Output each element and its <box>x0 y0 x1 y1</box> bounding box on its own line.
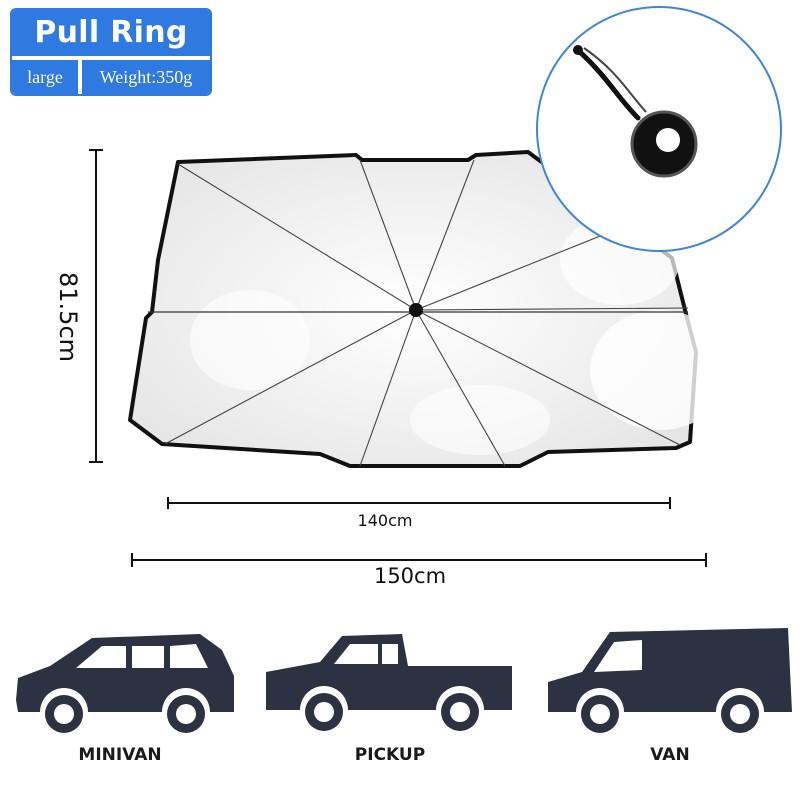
badge-weight: Weight:350g <box>82 60 210 94</box>
minivan-icon <box>16 634 234 733</box>
pull-ring-detail <box>536 6 782 252</box>
badge-title: Pull Ring <box>12 10 210 56</box>
outer-width-label: 150cm <box>373 564 447 588</box>
sunshade-diagram <box>89 149 707 567</box>
badge-size: large <box>12 60 78 94</box>
sunshade-ribs <box>164 159 689 467</box>
van-label: VAN <box>650 745 690 765</box>
pull-ring-icon <box>573 45 698 178</box>
height-label: 81.5cm <box>54 272 82 363</box>
badge-specs: large Weight:350g <box>12 56 210 94</box>
height-dimension-line <box>89 149 103 463</box>
inner-width-label: 140cm <box>357 511 413 530</box>
center-hub <box>409 303 423 317</box>
inner-width-line <box>167 497 671 509</box>
outer-width-line <box>131 553 707 567</box>
pickup-label: PICKUP <box>354 745 426 765</box>
van-icon <box>548 628 792 733</box>
pull-ring-badge: Pull Ring large Weight:350g <box>10 8 212 96</box>
pickup-icon <box>266 634 512 731</box>
minivan-label: MINIVAN <box>78 745 162 765</box>
